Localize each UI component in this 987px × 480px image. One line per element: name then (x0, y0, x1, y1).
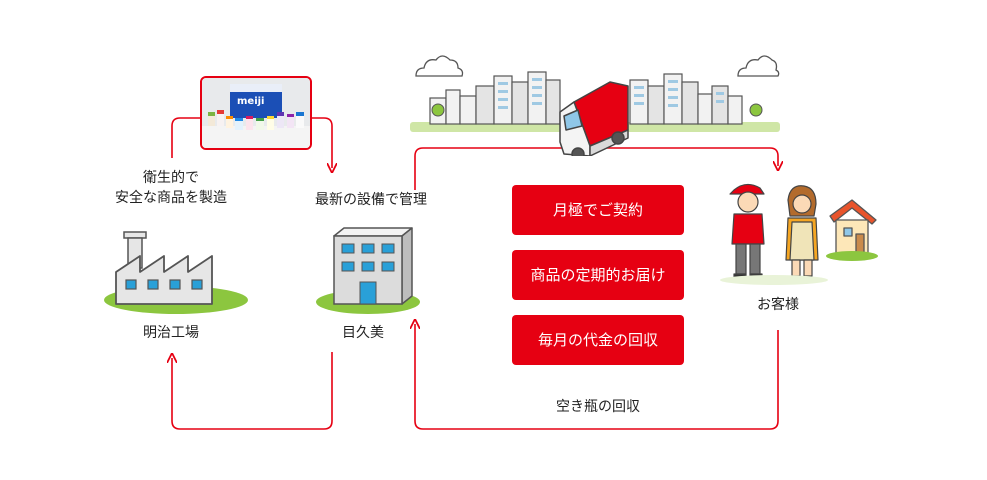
arrow-branch-to-factory (172, 352, 333, 430)
return-label: 空き瓶の回収 (556, 399, 640, 415)
customer-person (785, 185, 819, 277)
service-label: 毎月の代金の回収 (537, 331, 658, 349)
service-box-collection: 毎月の代金の回収 (512, 315, 684, 365)
arrow-factory-to-branch (171, 117, 332, 168)
city-skyline (410, 55, 780, 156)
cloud-icon (415, 55, 780, 77)
product-photo: meiji (200, 76, 312, 150)
branch-building (316, 227, 420, 314)
service-box-contract: 月極でご契約 (512, 185, 684, 235)
house-icon (826, 199, 878, 261)
service-label: 月極でご契約 (552, 201, 643, 219)
service-box-delivery: 商品の定期的お届け (512, 250, 684, 300)
service-label: 商品の定期的お届け (530, 266, 666, 284)
box-logo: meiji (237, 96, 265, 107)
factory-name: 明治工場 (143, 325, 199, 341)
factory-caption-line1: 衛生的で (143, 170, 199, 186)
factory-caption-line2: 安全な商品を製造 (115, 190, 227, 206)
branch-name: 目久美 (342, 325, 384, 341)
delivery-person (729, 183, 765, 280)
arrow-customer-to-branch (415, 324, 779, 430)
factory-caption: 衛生的で 安全な商品を製造 (96, 168, 246, 208)
factory-illustration (104, 231, 248, 314)
customer-illustration (720, 183, 878, 285)
customer-name: お客様 (757, 297, 799, 313)
delivery-truck (559, 81, 629, 156)
branch-caption: 最新の設備で管理 (315, 192, 427, 208)
